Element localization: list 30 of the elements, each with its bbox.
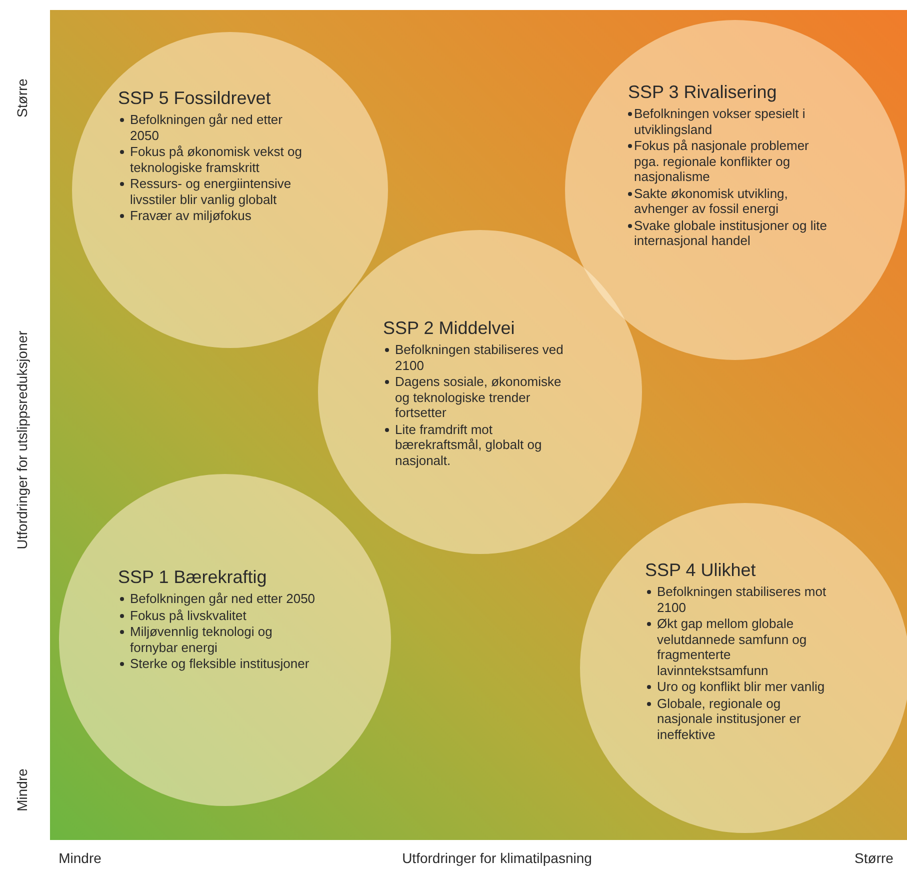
bullet-point: Fravær av miljøfokus	[130, 208, 252, 223]
bullet-point: Befolkningen går ned etter 2050	[130, 591, 316, 606]
axis-end-label: Større	[854, 850, 894, 866]
bullet-point: Miljøvennlig teknologi og fornybar energi	[130, 624, 272, 654]
bullet-point: Lite framdrift mot bærekraftsmål, globalt og nasjonalt.	[395, 422, 542, 468]
bullet-point: Fokus på nasjonale problemer pga. regionale konflikter og nasjonalisme	[634, 138, 809, 184]
bullet-point: Fokus på økonomisk vekst og teknologiske framskritt	[130, 144, 302, 174]
bullet-point: Befolkningen stabiliseres ved 2100	[395, 342, 564, 372]
bullet-point: Ressurs- og energiintensive livsstiler blir vanlig globalt	[130, 176, 292, 206]
scenario-title: SSP 5 Fossildrevet	[118, 88, 272, 109]
axis-title: Utfordringer for klimatilpasning	[402, 850, 592, 866]
scenario-title: SSP 1 Bærekraftig	[118, 567, 268, 588]
bullet-point: Sakte økonomisk utvikling, avhenger av fossil energi	[634, 186, 788, 216]
scenario-title: SSP 3 Rivalisering	[628, 82, 778, 103]
bullet-point: Befolkningen går ned etter 2050	[130, 112, 282, 142]
axis-end-label: Mindre	[14, 768, 30, 812]
scenario-title: SSP 2 Middelvei	[383, 318, 516, 339]
bullet-point: Økt gap mellom globale velutdannede samfunn og fragmenterte lavinntekstsamfunn	[657, 616, 807, 678]
bullet-point: Dagens sosiale, økonomiske og teknologiske trender fortsetter	[395, 374, 562, 420]
bullet-point: Sterke og fleksible institusjoner	[130, 656, 310, 671]
bullet-point: Befolkningen stabiliseres mot 2100	[657, 584, 826, 614]
bullet-point: Fokus på livskvalitet	[130, 608, 246, 622]
bullet-point: Globale, regionale og nasjonale institusjoner er ineffektive	[657, 696, 801, 742]
scenario-title: SSP 4 Ulikhet	[645, 560, 757, 581]
axis-end-label: Mindre	[58, 850, 102, 866]
bullet-point: Svake globale institusjoner og lite internasjonal handel	[634, 218, 827, 248]
axis-end-label: Større	[14, 78, 30, 118]
bullet-point: Befolkningen vokser spesielt i utviklingsland	[634, 106, 806, 136]
axis-title: Utfordringer for utslippsreduksjoner	[14, 330, 30, 550]
bullet-point: Uro og konflikt blir mer vanlig	[657, 679, 825, 694]
